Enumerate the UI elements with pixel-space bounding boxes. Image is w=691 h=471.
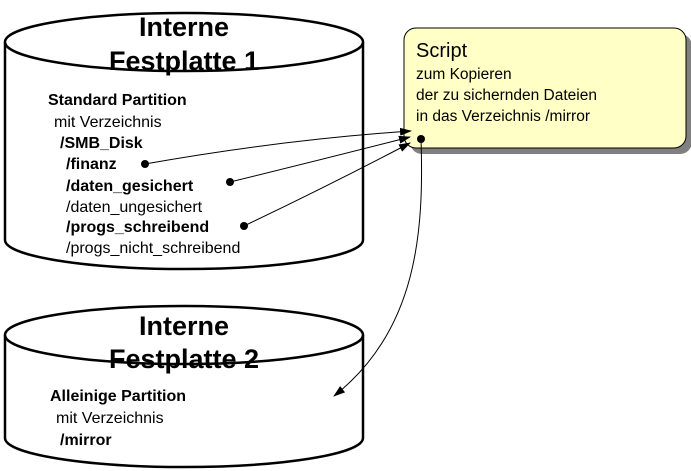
script-box: [403, 27, 691, 154]
copy-connectors: [141, 127, 425, 397]
script-line-3: in das Verzeichnis /mirror: [416, 108, 591, 125]
disk-2-cylinder: [3, 304, 365, 469]
disk-1-dir-caption: mit Verzeichnis: [54, 114, 162, 131]
arrow-finanz-to-script: [144, 127, 412, 165]
arrow-script-to-mirror: [333, 138, 423, 397]
disk-2-title-line1: Interne: [138, 311, 230, 341]
dir-daten-ungesichert: /daten_ungesichert: [66, 199, 203, 216]
disk-1-partition-label: Standard Partition: [48, 92, 187, 109]
dir-finanz: /finanz: [66, 156, 117, 173]
dir-mirror: /mirror: [60, 432, 112, 449]
disk-1-title-line1: Interne: [138, 12, 230, 42]
disk-2-title-line2: Festplatte 2: [108, 344, 260, 374]
disk-1-title-line2: Festplatte 1: [108, 46, 260, 76]
arrow-daten-gesichert-to-script: [229, 135, 411, 183]
script-line-1: zum Kopieren: [416, 66, 512, 83]
disk-1-root-dir: /SMB_Disk: [60, 135, 143, 152]
disk-2-partition-label: Alleinige Partition: [50, 388, 187, 405]
arrow-progs-schreibend-to-script: [243, 142, 411, 227]
dir-progs-nicht-schreibend: /progs_nicht_schreibend: [66, 240, 241, 257]
disk-2-dir-caption: mit Verzeichnis: [56, 410, 164, 427]
dir-daten-gesichert: /daten_gesichert: [66, 178, 194, 195]
script-title: Script: [416, 40, 468, 62]
dir-progs-schreibend: /progs_schreibend: [66, 219, 210, 236]
script-line-2: der zu sichernden Dateien: [416, 87, 597, 104]
